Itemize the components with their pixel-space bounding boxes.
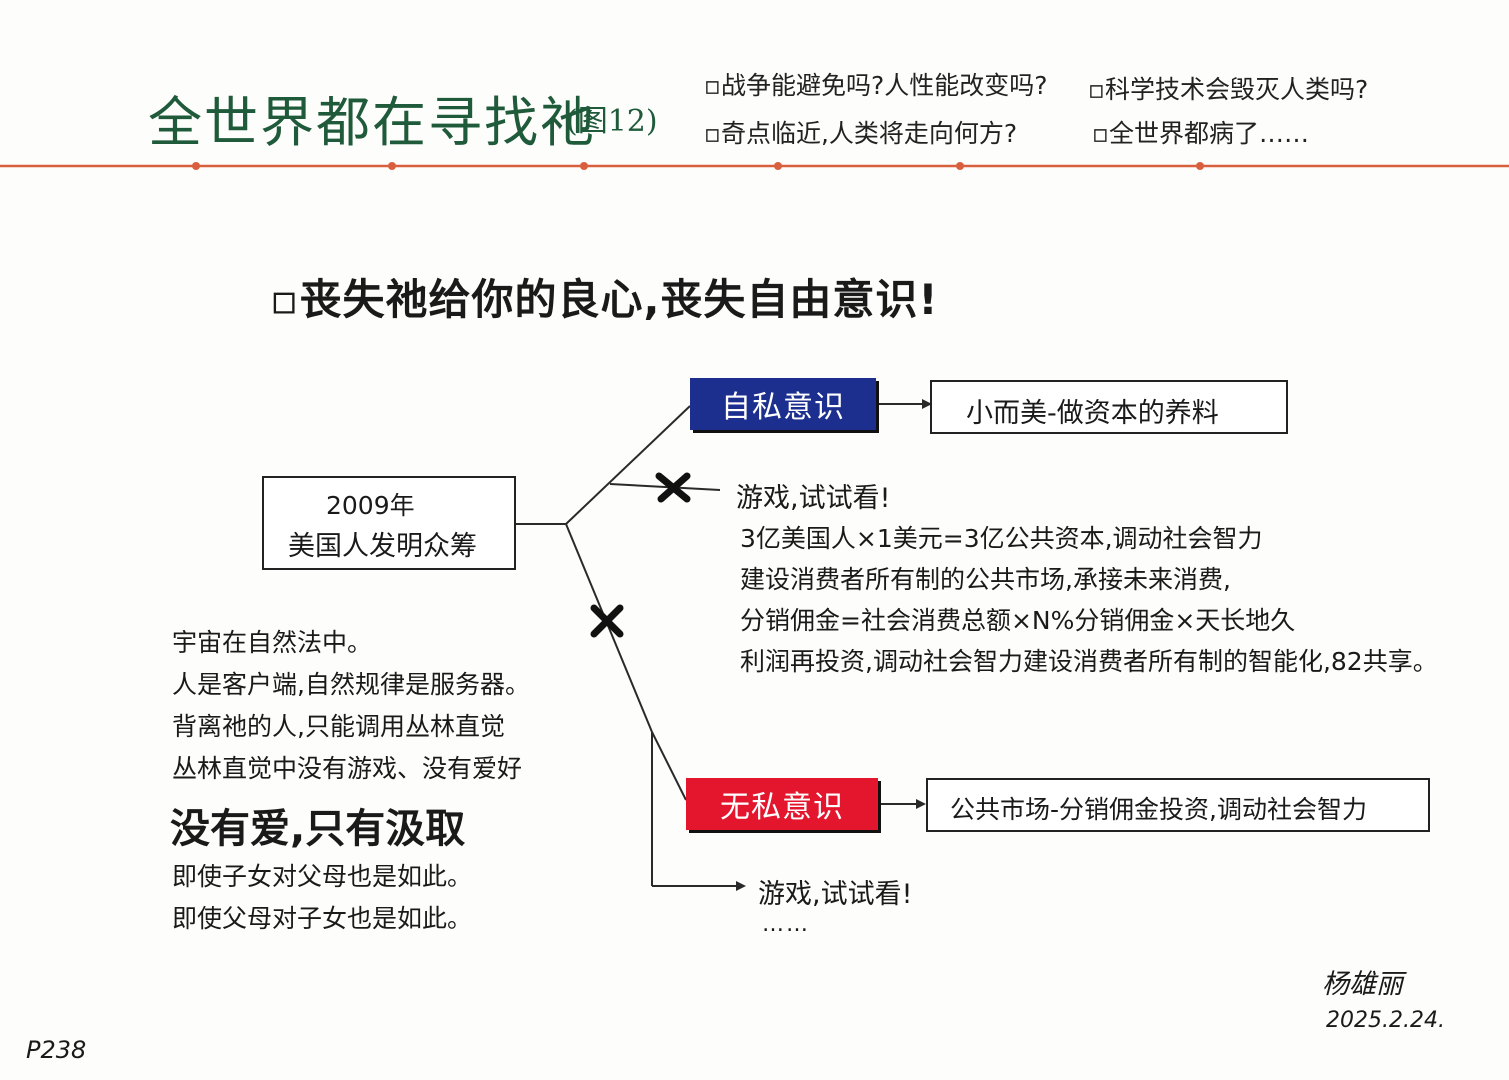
game-line: 3亿美国人×1美元=3亿公共资本,调动社会智力 <box>740 524 1263 553</box>
left-notes: 宇宙在自然法中。 人是客户端,自然规律是服务器。 背离祂的人,只能调用丛林直觉 … <box>172 622 530 790</box>
note-line: 宇宙在自然法中。 <box>172 628 373 657</box>
question-item: ▫战争能避免吗?人性能改变吗? <box>704 71 1048 100</box>
note-line: 即使子女对父母也是如此。 <box>172 862 473 891</box>
checkbox-icon: ▫ <box>1092 119 1109 148</box>
closing-notes: 即使子女对父母也是如此。 即使父母对子女也是如此。 <box>172 856 472 940</box>
selfless-tag: 无私意识 <box>686 778 878 830</box>
question-item: ▫科学技术会毁灭人类吗? <box>1088 75 1369 104</box>
selfish-result: 小而美-做资本的养料 <box>966 398 1219 429</box>
origin-year: 2009年 <box>326 491 415 520</box>
checkbox-icon: ▫ <box>1088 75 1105 104</box>
game-title: 游戏,试试看! <box>736 483 891 514</box>
origin-text: 美国人发明众筹 <box>288 531 477 562</box>
note-emphasis: 没有爱,只有汲取 <box>170 806 466 852</box>
signature-name: 杨雄丽 <box>1322 969 1403 1000</box>
question-item: ▫奇点临近,人类将走向何方? <box>704 119 1018 148</box>
note-line: 即使父母对子女也是如此。 <box>172 904 473 933</box>
selfish-tag: 自私意识 <box>690 378 876 430</box>
checkbox-icon: ▫ <box>704 71 721 100</box>
selfless-result: 公共市场-分销佣金投资,调动社会智力 <box>950 795 1367 824</box>
selfish-result-box: 小而美-做资本的养料 <box>930 380 1288 434</box>
checkbox-icon: ▫ <box>270 275 300 324</box>
game-description: 3亿美国人×1美元=3亿公共资本,调动社会智力 建设消费者所有制的公共市场,承接… <box>740 518 1438 682</box>
ellipsis: …… <box>762 912 810 937</box>
note-line: 背离祂的人,只能调用丛林直觉 <box>172 712 505 741</box>
signature-date: 2025.2.24. <box>1326 1008 1445 1033</box>
game-title: 游戏,试试看! <box>758 879 913 910</box>
headline: ▫丧失祂给你的良心,丧失自由意识! <box>270 275 939 324</box>
checkbox-icon: ▫ <box>704 119 721 148</box>
page-number: P238 <box>26 1036 87 1064</box>
game-line: 建设消费者所有制的公共市场,承接未来消费, <box>740 565 1231 594</box>
cross-mark-icon <box>655 472 691 503</box>
selfless-result-box: 公共市场-分销佣金投资,调动社会智力 <box>926 778 1430 832</box>
cross-mark-icon <box>590 604 624 638</box>
note-line: 丛林直觉中没有游戏、没有爱好 <box>172 754 523 783</box>
header-rule <box>0 162 1509 170</box>
note-line: 人是客户端,自然规律是服务器。 <box>172 670 530 699</box>
game-line: 利润再投资,调动社会智力建设消费者所有制的智能化,82共享。 <box>740 647 1438 676</box>
origin-box: 2009年 美国人发明众筹 <box>262 476 516 570</box>
branch-connectors <box>516 403 924 887</box>
figure-label: (图12) <box>566 104 658 139</box>
page-title: 全世界都在寻找祂 <box>148 91 596 154</box>
game-line: 分销佣金=社会消费总额×N%分销佣金×天长地久 <box>740 606 1296 635</box>
arrowheads <box>736 399 932 891</box>
question-item: ▫全世界都病了…… <box>1092 119 1309 148</box>
